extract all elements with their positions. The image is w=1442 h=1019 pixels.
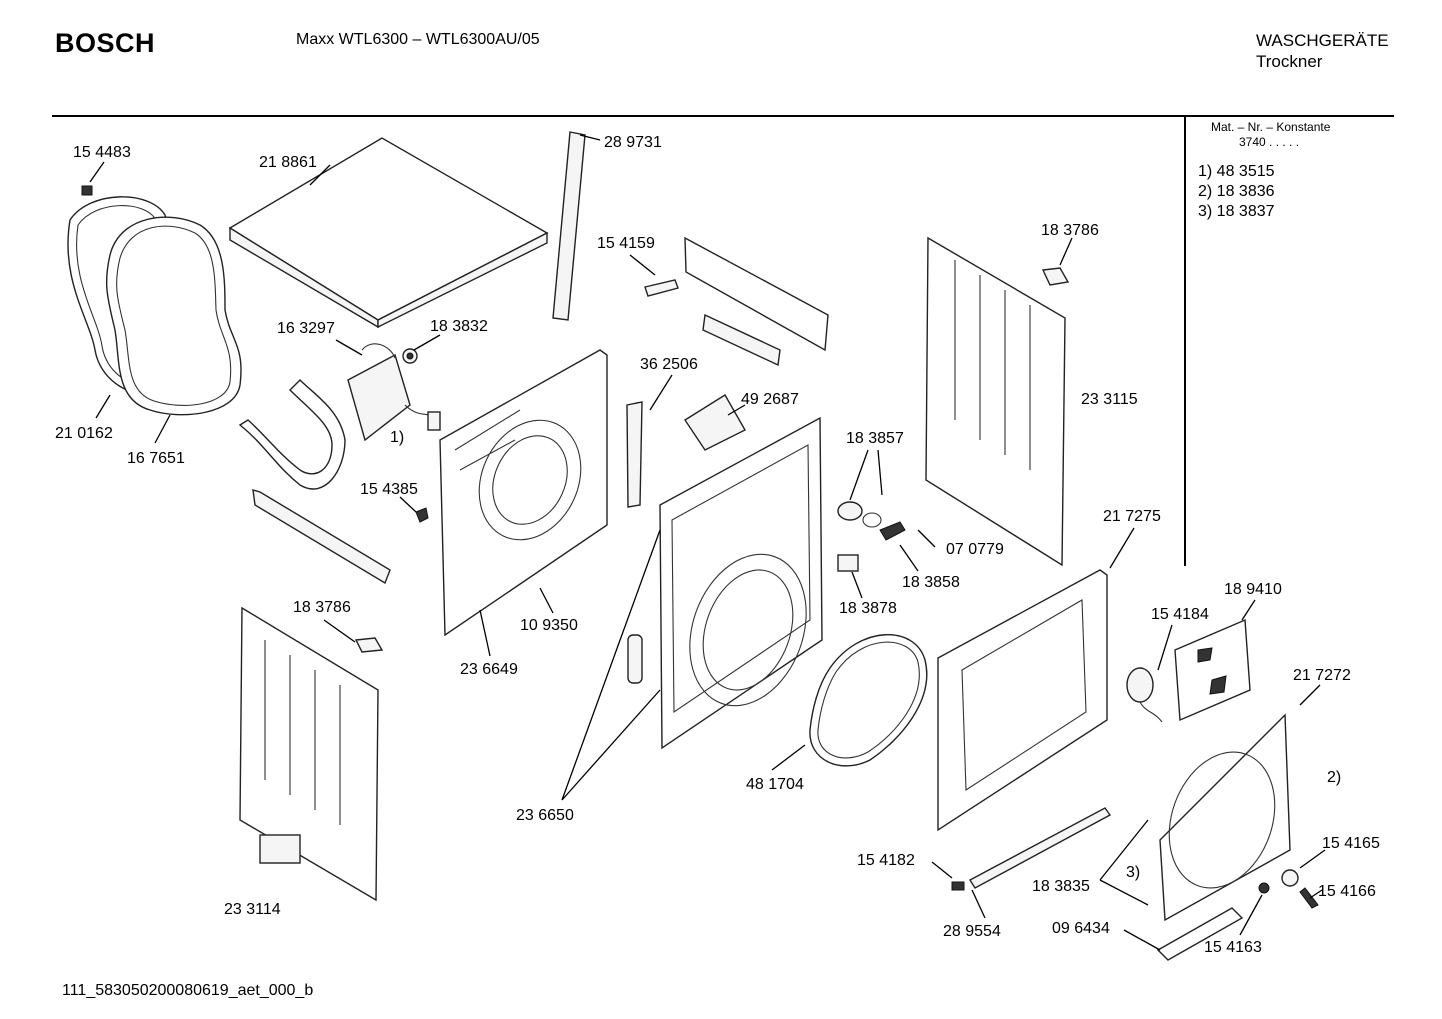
part-label: 36 2506 xyxy=(640,356,698,373)
control-module-part xyxy=(347,343,441,442)
end-cap-part xyxy=(951,881,965,891)
part-label: 23 6649 xyxy=(460,661,518,678)
part-label: 48 1704 xyxy=(746,776,804,793)
part-label: 18 3857 xyxy=(846,430,904,447)
clip-part xyxy=(415,507,429,523)
front-bezel-part xyxy=(1159,713,1291,922)
part-label: 15 4166 xyxy=(1318,883,1376,900)
vertical-bracket-part xyxy=(626,401,643,508)
vertical-strip-part xyxy=(552,131,586,321)
hinge-clip-part xyxy=(1041,267,1070,286)
sensor-parts xyxy=(837,501,906,572)
part-label: 16 3297 xyxy=(277,320,335,337)
mat-number-value: 3740 . . . . . xyxy=(1239,135,1300,149)
small-knob-part xyxy=(402,348,418,364)
part-label: 15 4165 xyxy=(1322,835,1380,852)
info-divider xyxy=(1184,116,1186,566)
part-label: 28 9731 xyxy=(604,134,662,151)
handle-part xyxy=(1156,907,1244,961)
part-label: 2) xyxy=(1327,769,1341,786)
part-label: 15 4159 xyxy=(597,235,655,252)
part-labels: 15 4483 21 8861 28 9731 15 4159 18 3786 … xyxy=(55,134,1380,956)
part-label: 18 3832 xyxy=(430,318,488,335)
part-label: 49 2687 xyxy=(741,391,799,408)
brand-logo: BOSCH xyxy=(55,28,156,58)
left-side-panel-part xyxy=(239,606,379,902)
part-label: 09 6434 xyxy=(1052,920,1110,937)
model-title: Maxx WTL6300 – WTL6300AU/05 xyxy=(296,31,540,48)
part-label: 10 9350 xyxy=(520,617,578,634)
part-label: 3) xyxy=(1126,864,1140,881)
part-label: 07 0779 xyxy=(946,541,1004,558)
part-label: 28 9554 xyxy=(943,923,1001,940)
mount-part xyxy=(684,394,746,451)
small-parts-group xyxy=(1174,618,1251,722)
part-label: 18 3786 xyxy=(1041,222,1099,239)
part-label: 1) xyxy=(390,429,404,446)
hinge-clip-left-part xyxy=(354,637,384,653)
note-3: 3) 18 3837 xyxy=(1198,203,1275,220)
small-latch-part xyxy=(644,279,679,297)
seal-ring-part xyxy=(105,216,242,416)
part-label: 16 7651 xyxy=(127,450,185,467)
rear-panel-part xyxy=(439,349,608,637)
part-label: 21 7272 xyxy=(1293,667,1351,684)
part-label: 21 8861 xyxy=(259,154,317,171)
part-label: 18 3878 xyxy=(839,600,897,617)
part-label: 21 7275 xyxy=(1103,508,1161,525)
top-cover-part xyxy=(228,137,549,329)
drawing-code: 111_583050200080619_aet_000_b xyxy=(62,982,314,999)
leader-lines xyxy=(89,134,1326,951)
right-side-panel-part xyxy=(925,236,1066,567)
front-frame-part xyxy=(627,416,823,750)
part-label: 23 6650 xyxy=(516,807,574,824)
note-1: 1) 48 3515 xyxy=(1198,163,1275,180)
category-title: WASCHGERÄTE xyxy=(1256,31,1389,50)
control-bracket-part xyxy=(684,236,829,367)
lower-rail-part xyxy=(252,489,391,585)
heating-duct-part xyxy=(238,379,346,490)
note-2: 2) 18 3836 xyxy=(1198,183,1275,200)
part-label: 18 3786 xyxy=(293,599,351,616)
part-label: 18 3835 xyxy=(1032,878,1090,895)
header-divider xyxy=(52,115,1394,117)
part-label: 23 3115 xyxy=(1081,391,1138,408)
category-subtitle: Trockner xyxy=(1256,52,1323,71)
part-label: 15 4385 xyxy=(360,481,418,498)
door-bar-part xyxy=(969,807,1112,889)
part-label: 23 3114 xyxy=(224,901,281,918)
part-label: 21 0162 xyxy=(55,425,113,442)
screw-part xyxy=(81,185,93,196)
screw-parts-group xyxy=(1258,869,1319,909)
part-label: 18 9410 xyxy=(1224,581,1282,598)
door-seal-part xyxy=(809,634,928,767)
part-label: 15 4163 xyxy=(1204,939,1262,956)
notes-list: 1) 48 3515 2) 18 3836 3) 18 3837 xyxy=(1198,162,1275,222)
part-label: 18 3858 xyxy=(902,574,960,591)
selector-knob-part xyxy=(1126,667,1163,723)
mat-number-title: Mat. – Nr. – Konstante xyxy=(1211,120,1331,134)
part-label: 15 4184 xyxy=(1151,606,1209,623)
part-label: 15 4182 xyxy=(857,852,915,869)
part-label: 15 4483 xyxy=(73,144,131,161)
front-panel-part xyxy=(937,569,1108,832)
